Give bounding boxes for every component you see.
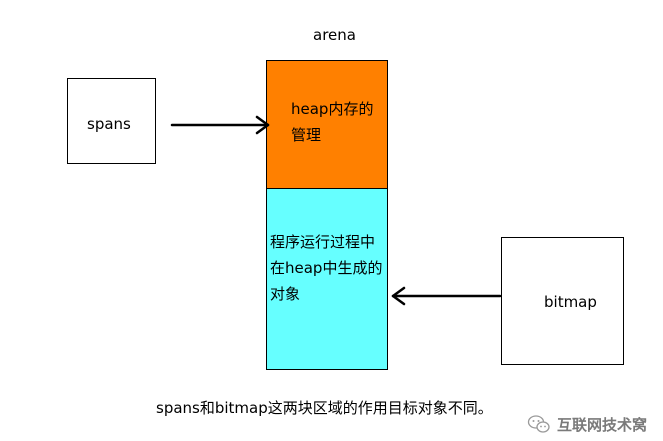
watermark-text: 互联网技术窝 — [557, 415, 648, 434]
heap-objects-line-3: 对象 — [270, 285, 301, 303]
watermark: 互联网技术窝 — [527, 414, 647, 434]
heap-objects-line-1: 程序运行过程中 — [270, 233, 376, 251]
bitmap-to-heap-objects-arrow — [391, 286, 502, 306]
caption: spans和bitmap这两块区域的作用目标对象不同。 — [156, 399, 493, 417]
bitmap-box — [501, 237, 624, 365]
heap-objects-line-2: 在heap中生成的 — [270, 259, 383, 277]
heap-management-line-1: heap内存的 — [291, 100, 374, 118]
heap-objects-text: 程序运行过程中 在heap中生成的 对象 — [270, 229, 382, 307]
bitmap-label: bitmap — [544, 293, 597, 311]
wechat-bubbles-icon — [527, 415, 550, 433]
heap-management-line-2: 管理 — [291, 126, 322, 144]
spans-box — [67, 78, 156, 164]
heap-objects-block — [266, 188, 388, 370]
heap-management-text: heap内存的 管理 — [291, 96, 373, 148]
spans-label: spans — [87, 115, 131, 133]
arena-label: arena — [313, 26, 356, 44]
spans-to-heap-management-arrow — [170, 115, 270, 135]
